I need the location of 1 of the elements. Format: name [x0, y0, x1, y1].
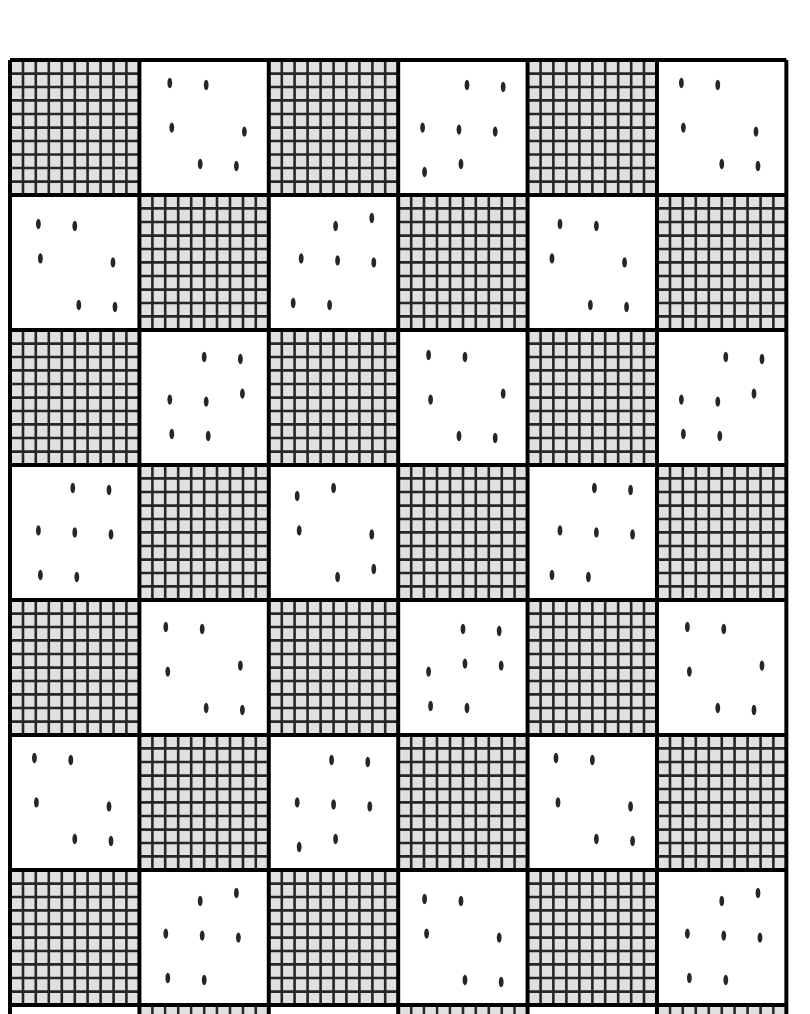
checkerboard-drawing [8, 58, 789, 1014]
